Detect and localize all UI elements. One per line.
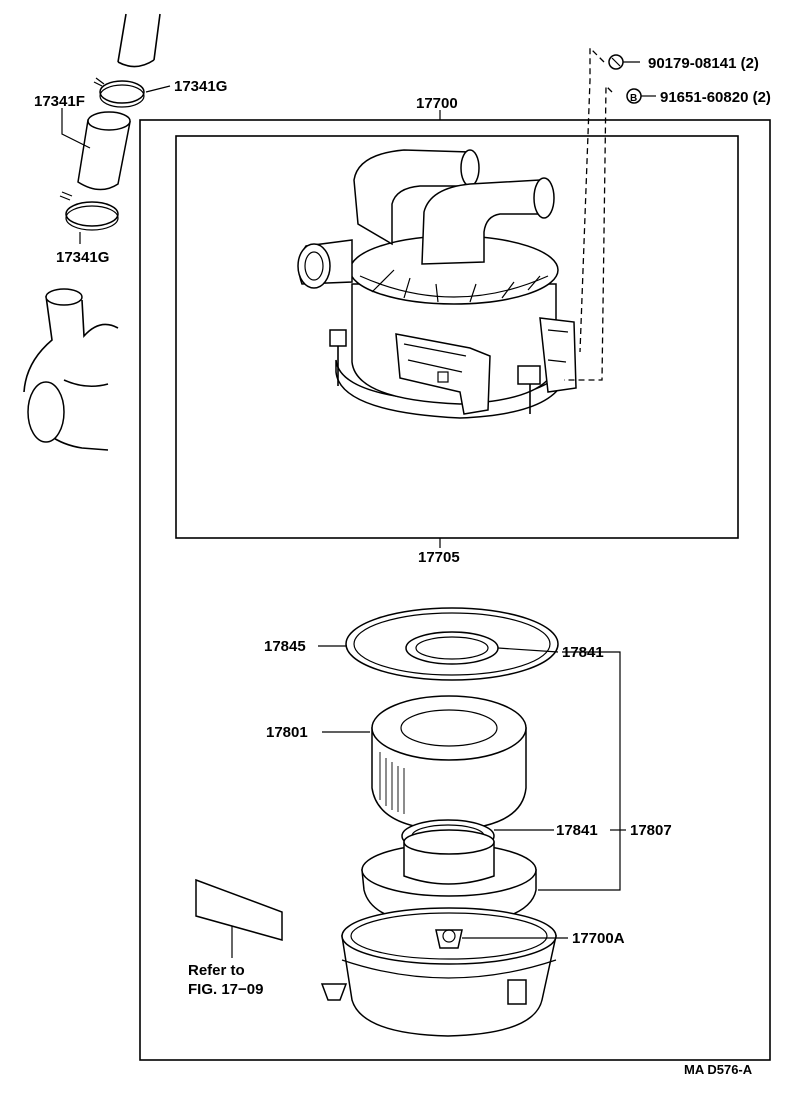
label-cap-sub: 17705 xyxy=(418,549,460,566)
label-refer-line2: FIG. 17−09 xyxy=(188,981,263,998)
label-element: 17801 xyxy=(266,724,308,741)
filter-element xyxy=(371,695,527,831)
seal-ring xyxy=(345,607,559,681)
screw-part xyxy=(608,54,640,70)
hose-clamp-bottom xyxy=(59,191,119,231)
label-gasket-top: 17841 xyxy=(562,644,604,661)
air-cleaner-case xyxy=(320,907,557,1037)
air-hose xyxy=(77,111,131,191)
label-refer-line1: Refer to xyxy=(188,962,245,979)
label-screw: 90179-08141 (2) xyxy=(648,55,759,72)
label-bolt: 91651-60820 (2) xyxy=(660,89,771,106)
label-assembly: 17700 xyxy=(416,95,458,112)
leader-lines xyxy=(61,85,626,939)
label-clamp-bottom: 17341G xyxy=(56,249,109,266)
label-gasket-bottom: 17841 xyxy=(556,822,598,839)
bolt-part: B xyxy=(626,88,656,104)
assembly-frame xyxy=(139,119,771,1061)
label-body-sub: 17807 xyxy=(630,822,672,839)
hose-clamp-top xyxy=(93,77,145,108)
intake-pipe-top xyxy=(117,13,161,68)
bolt-marker-label: B xyxy=(630,93,637,104)
label-seal: 17845 xyxy=(264,638,306,655)
intake-pipe-elbow xyxy=(23,288,119,451)
cap-subassembly-frame xyxy=(175,135,739,539)
label-hose: 17341F xyxy=(34,93,85,110)
label-case: 17700A xyxy=(572,930,625,947)
air-cleaner-cap-assembly xyxy=(297,149,577,419)
drawing-code: MA D576-A xyxy=(684,1062,753,1077)
reference-sheet xyxy=(195,878,283,958)
dashed-leader-screws xyxy=(564,46,613,381)
label-clamp-top: 17341G xyxy=(174,78,227,95)
